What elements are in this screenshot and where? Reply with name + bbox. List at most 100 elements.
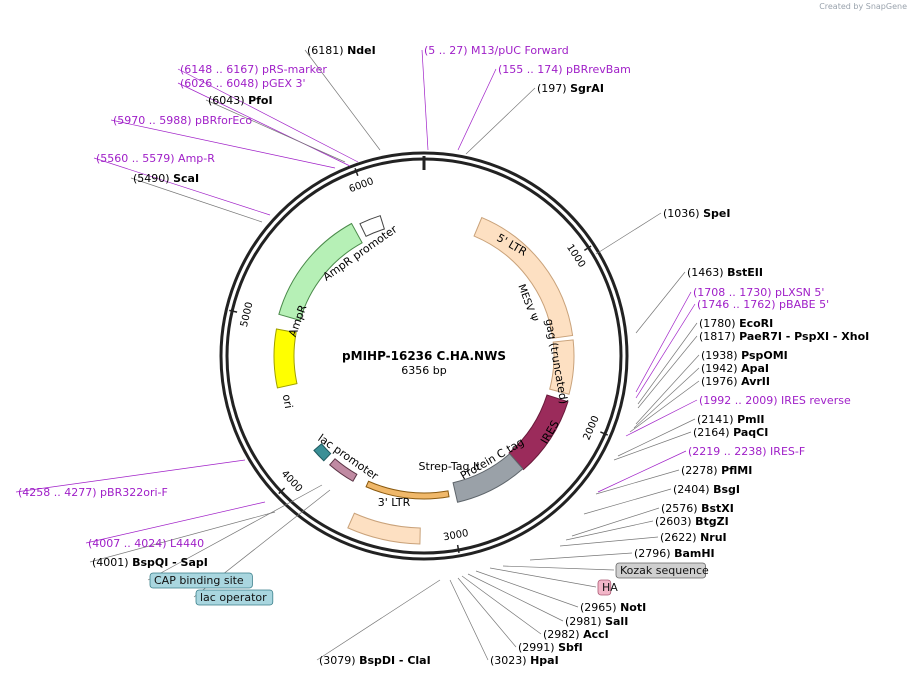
site-label: (3023) HpaI [490, 654, 559, 667]
site-label: (2404) BsgI [673, 483, 740, 496]
feature-box [615, 562, 706, 579]
leader-line [449, 579, 489, 661]
leader-line [93, 157, 271, 216]
site-label: (2278) PflMI [681, 464, 752, 477]
leader-line [475, 570, 579, 608]
site-label: Kozak sequence [620, 564, 709, 577]
plasmid-title: pMIHP-16236 C.HA.NWS [342, 349, 506, 363]
backbone-outer [219, 151, 629, 561]
leader-line [633, 367, 700, 429]
leader-line [177, 68, 359, 163]
site-label: (6043) PfoI [208, 94, 273, 107]
leader-line [502, 565, 615, 571]
leader-line [421, 49, 429, 151]
leader-line [85, 501, 266, 544]
site-label: (1942) ApaI [701, 362, 769, 375]
site-label: (6026 .. 6048) pGEX 3' [180, 77, 306, 90]
feature-ampr-promoter [359, 215, 386, 237]
plasmid-length: 6356 bp [401, 364, 446, 377]
site-label: CAP binding site [154, 574, 244, 587]
feature-3-ltr-label: 3' LTR [378, 496, 411, 509]
leader-line [637, 322, 698, 405]
site-label: (1463) BstEII [687, 266, 763, 279]
tick-mark [278, 487, 286, 495]
site-label: (6181) NdeI [307, 44, 376, 57]
site-label: (3079) BspDI - ClaI [319, 654, 431, 667]
site-label: (5490) ScaI [133, 172, 199, 185]
tick-label: 6000 [348, 176, 376, 195]
site-label: (2576) BstXI [661, 502, 734, 515]
leader-line [595, 469, 680, 495]
feature-ori-label: ori [280, 393, 295, 409]
leader-line [489, 567, 597, 588]
tick-mark [229, 309, 238, 313]
leader-line [559, 536, 659, 547]
leader-line [304, 49, 381, 151]
feature-box [149, 572, 253, 589]
site-label: (155 .. 174) pBRrevBam [498, 63, 631, 76]
site-label: (4007 .. 4024) L4440 [88, 537, 204, 550]
feature-ires [452, 453, 524, 503]
leader-line [147, 484, 323, 581]
leader-line [595, 212, 662, 255]
leader-line [635, 354, 700, 425]
site-label: (2796) BamHI [634, 547, 715, 560]
tick-label: 1000 [564, 243, 587, 270]
tick-mark [583, 245, 592, 252]
site-label: (1746 .. 1762) pBABE 5' [697, 298, 829, 311]
leader-line [637, 335, 698, 409]
leader-line [89, 511, 276, 563]
site-label: (1938) PspOMI [701, 349, 788, 362]
site-label: (2982) AccI [543, 628, 609, 641]
leader-line [15, 459, 246, 493]
site-labels: (6181) NdeI(5 .. 27) M13/pUC Forward(155… [18, 44, 869, 667]
site-label: (2622) NruI [660, 531, 727, 544]
feature-strep-label: Strep-Tag II [419, 460, 480, 473]
leader-line [565, 520, 654, 541]
leader-line [205, 99, 346, 163]
tick-label: 2000 [582, 414, 602, 442]
tick-mark [354, 167, 359, 177]
leader-line [583, 488, 672, 515]
feature-bamhi-arrow [365, 480, 450, 500]
leader-line [635, 271, 686, 334]
snapgene-watermark: Created by SnapGene [819, 2, 907, 11]
site-label: (197) SgrAI [537, 82, 604, 95]
tick-label: 5000 [239, 301, 256, 328]
feature-mesv-psi [549, 339, 575, 395]
site-label: (6148 .. 6167) pRS-marker [180, 63, 327, 76]
leader-line [110, 119, 336, 169]
leader-line [597, 450, 687, 493]
feature-lac [313, 443, 332, 462]
feature-ori [273, 328, 298, 389]
site-label: (2141) PmlI [697, 413, 764, 426]
leader-line [629, 380, 700, 433]
site-label: (2981) SalI [565, 615, 628, 628]
site-label: (1780) EcoRI [699, 317, 773, 330]
feature-3-ltr [347, 512, 421, 545]
site-label: (5560 .. 5579) Amp-R [96, 152, 215, 165]
leader-line [635, 291, 692, 393]
tick-mark [600, 431, 609, 436]
site-label: (1976) AvrII [701, 375, 770, 388]
leader-line [457, 68, 497, 151]
leader-line [635, 303, 696, 399]
site-label: (1817) PaeR7I - PspXI - XhoI [699, 330, 869, 343]
leader-line [571, 507, 660, 537]
feature-ampr [278, 222, 363, 321]
feature-tags [329, 458, 358, 482]
site-label: (4001) BspQI - SapI [92, 556, 208, 569]
site-label: HA [602, 581, 618, 594]
site-label: (2164) PaqCI [693, 426, 768, 439]
site-label: (1992 .. 2009) IRES reverse [699, 394, 851, 407]
leader-line [177, 82, 351, 167]
leader-line [617, 418, 696, 457]
site-label: (4258 .. 4277) pBR322ori-F [18, 486, 168, 499]
site-label: (5970 .. 5988) pBRforEco [113, 114, 252, 127]
leader-line [613, 431, 692, 461]
site-label: (1708 .. 1730) pLXSN 5' [693, 286, 824, 299]
feature-gag [508, 394, 569, 471]
label-leaders [15, 49, 700, 661]
